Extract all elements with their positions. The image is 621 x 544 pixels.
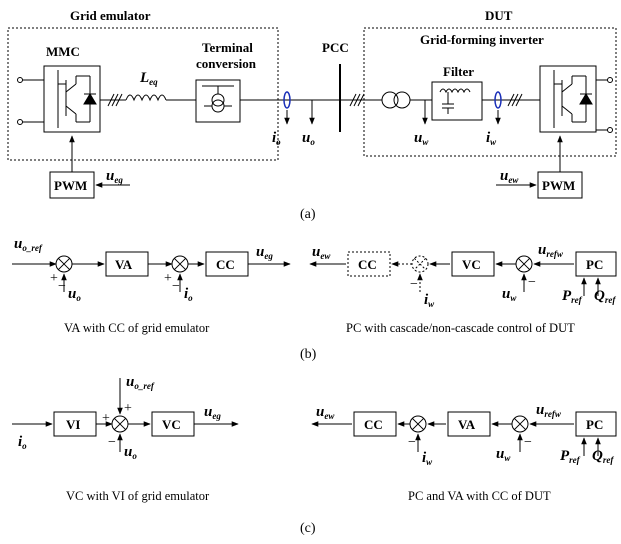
terminal-conversion-box [195, 79, 241, 123]
b-sum-junction-dashed [411, 255, 429, 273]
caption-a: (a) [300, 207, 316, 222]
current-source-icon [202, 85, 234, 113]
b-uo-label: uo [68, 286, 81, 303]
gfi-title: Grid-forming inverter [420, 32, 544, 47]
b-right-caption: PC with cascade/non-cascade control of D… [346, 321, 575, 335]
b-ueg-label: ueg [256, 244, 273, 261]
mmc-label: MMC [46, 44, 80, 59]
c-uoref-label: uo_ref [126, 374, 155, 391]
c-vc-label: VC [162, 417, 181, 432]
b-io-label: io [184, 286, 193, 303]
b-cc-label: CC [216, 257, 235, 272]
c-vi-label: VI [66, 417, 80, 432]
c-minus: − [108, 435, 116, 450]
dut-switch-icon [553, 70, 593, 128]
filter-lc-icon [439, 88, 471, 114]
terminal-label-1: Terminal [202, 40, 253, 55]
c-sum-junction-2 [409, 415, 427, 433]
c-plus-top: + [124, 401, 132, 416]
b-pc-label: PC [586, 257, 603, 272]
b-uw-label: uw [502, 286, 517, 303]
c-iw-label: iw [422, 450, 433, 467]
caption-c: (c) [300, 521, 316, 536]
mmc-box [43, 65, 101, 133]
b-right-cc-label: CC [358, 257, 377, 272]
c-va-box [447, 411, 491, 437]
iw-label-a: iw [486, 130, 497, 147]
dut-box [363, 27, 617, 157]
filter-label: Filter [443, 64, 474, 79]
c-cc-box [353, 411, 397, 437]
b-va-label: VA [115, 257, 133, 272]
uew-label-a: uew [500, 168, 519, 185]
pcc-label: PCC [322, 40, 349, 55]
c-right-minus-2: − [524, 435, 532, 450]
c-ueg-label: ueg [204, 404, 221, 421]
transformer-icon [381, 91, 399, 109]
b-cc-dashed-box [347, 251, 391, 277]
caption-b: (b) [300, 347, 317, 362]
b-uoref-label: uo_ref [14, 236, 43, 253]
c-left-caption: VC with VI of grid emulator [66, 489, 210, 503]
dut-title: DUT [485, 8, 513, 23]
terminal-dot [17, 77, 23, 83]
b-minus-1: − [58, 279, 66, 294]
mmc-switch-icon [57, 70, 97, 128]
pwm-left-label: PWM [54, 178, 87, 193]
b-plus-2: + [164, 271, 172, 286]
c-right-minus-1: − [408, 435, 416, 450]
io-label: io [272, 130, 281, 147]
grid-emulator-box [7, 27, 279, 161]
b-qref-label: Qref [594, 288, 616, 305]
panel-c: io VI uo_ref + + − uo VC ueg VC with VI … [12, 374, 617, 536]
c-va-label: VA [458, 417, 476, 432]
current-sensor-iw [494, 91, 502, 109]
terminal-label-2: conversion [196, 56, 257, 71]
current-sensor-io [283, 91, 291, 109]
c-urefw-label: urefw [536, 402, 562, 419]
b-iw-label: iw [424, 292, 435, 309]
ueg-label-a: ueg [106, 168, 123, 185]
c-cc-label: CC [364, 417, 383, 432]
uo-label: uo [302, 130, 315, 147]
inductor-leq-icon [125, 94, 167, 102]
leq-label: Leq [139, 70, 158, 87]
b-uew-label: uew [312, 244, 331, 261]
b-right-minus-2: − [528, 275, 536, 290]
c-pc-label: PC [586, 417, 603, 432]
dut-inverter-box [539, 65, 597, 133]
filter-box [431, 81, 483, 121]
b-minus-2: − [172, 279, 180, 294]
c-uew-label: uew [316, 404, 335, 421]
c-io-label: io [18, 434, 27, 451]
b-pref-label: Pref [562, 288, 583, 305]
b-plus-1: + [50, 271, 58, 286]
uw-label-a: uw [414, 130, 429, 147]
terminal-dot [607, 77, 613, 83]
c-pc-box [575, 411, 617, 437]
b-vc-label: VC [462, 257, 481, 272]
c-uw-label: uw [496, 446, 511, 463]
c-sum-junction-3 [511, 415, 529, 433]
b-sum-junction-3 [515, 255, 533, 273]
panel-b: uo_ref + − uo VA + − io CC ueg VA with C… [12, 236, 617, 362]
c-uo-label: uo [124, 444, 137, 461]
c-plus-left: + [102, 411, 110, 426]
c-qref-label: Qref [592, 448, 614, 465]
c-right-caption: PC and VA with CC of DUT [408, 489, 551, 503]
b-vc-box [451, 251, 495, 277]
b-pc-box [575, 251, 617, 277]
terminal-dot [17, 119, 23, 125]
terminal-dot [607, 127, 613, 133]
grid-emulator-title: Grid emulator [70, 8, 151, 23]
b-right-minus-1: − [410, 277, 418, 292]
panel-a: Grid emulator DUT Grid-forming inverter … [7, 8, 617, 222]
b-left-caption: VA with CC of grid emulator [64, 321, 210, 335]
b-urefw-label: urefw [538, 242, 564, 259]
c-pref-label: Pref [560, 448, 581, 465]
pwm-right-label: PWM [542, 178, 575, 193]
